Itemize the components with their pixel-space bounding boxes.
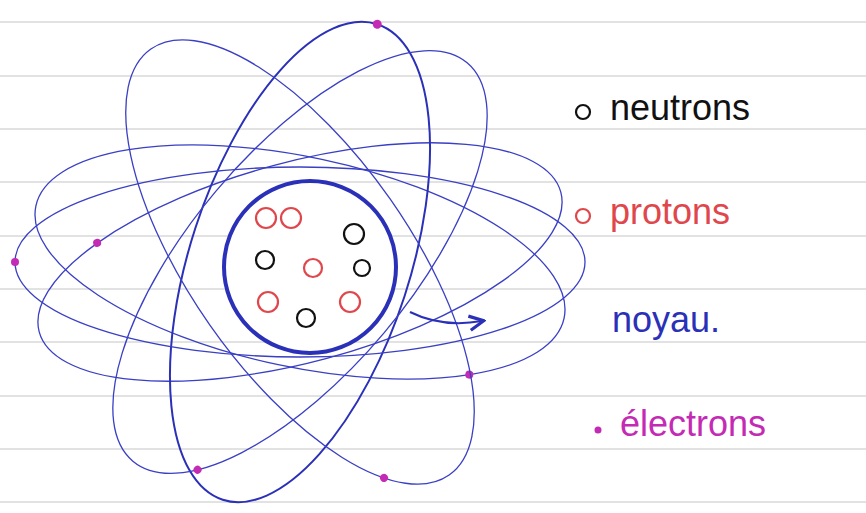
neutron [297,309,315,327]
orbit-ellipse [49,0,552,513]
legend-ring [573,206,593,226]
orbit-ellipse [15,167,585,357]
orbit [49,0,552,513]
neutron [344,224,364,244]
pointer-arrow [410,312,482,323]
legend-text: neutrons [610,88,750,128]
nucleons [256,208,370,327]
proton [340,292,360,312]
electron-dot [378,472,389,483]
ruled-line [0,341,866,343]
legend-sample [595,427,602,434]
legend-dot [588,420,608,440]
legend-ring [573,102,593,122]
ruled-line [0,395,866,397]
ruled-line [0,235,866,237]
orbit [61,0,539,513]
electron-dot [372,19,383,30]
nucleus [224,181,396,353]
proton [258,292,278,312]
proton [281,208,301,228]
ruled-line [0,21,866,23]
neutron [354,260,370,276]
orbit [11,167,585,357]
orbits [11,0,587,513]
legend-sample [576,209,590,223]
orbit-ellipse [14,103,586,421]
electron-dot [11,258,19,266]
neutron [256,251,274,269]
proton [256,208,276,228]
orbit-ellipse [13,96,586,429]
ruled-lines [0,22,866,502]
legend-text: électrons [620,404,766,444]
legend-text: protons [610,192,730,232]
ruled-line [0,288,866,290]
orbit [13,96,586,429]
orbit [118,0,483,513]
orbit-ellipse [118,0,482,513]
legend-sample [576,105,590,119]
ruled-line [0,181,866,183]
callout-label: noyau. [612,300,720,340]
orbit-ellipse [61,0,539,513]
proton [304,259,322,277]
orbit [14,103,586,421]
ruled-line [0,128,866,130]
ruled-line [0,75,866,77]
electron-dot [92,238,102,248]
ruled-line [0,501,866,503]
electron-dot [192,464,203,475]
ruled-line [0,448,866,450]
